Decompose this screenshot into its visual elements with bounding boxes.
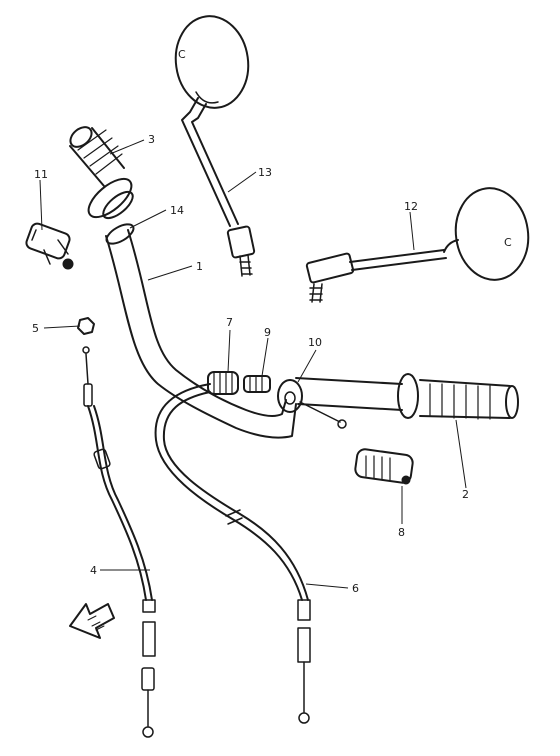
callout-handlebar: 1 — [196, 260, 203, 273]
callout-left-grip: 3 — [148, 133, 155, 146]
right-grip — [397, 373, 519, 420]
cable-adjuster-nut — [77, 317, 95, 335]
left-grip — [69, 126, 134, 220]
mirror-face-mark-right: C — [504, 236, 512, 249]
left-switch — [25, 222, 74, 270]
callout-right-mirror: 12 — [404, 200, 418, 213]
throttle-cable — [154, 383, 311, 724]
handlebar — [105, 229, 403, 439]
clutch-cable — [82, 346, 156, 738]
front-arrow-icon — [69, 603, 115, 639]
right-mirror: C — [305, 187, 530, 303]
callout-left-switch: 11 — [34, 168, 48, 181]
callouts: 1 2 3 4 5 6 7 8 9 10 11 12 13 14 — [32, 133, 469, 595]
right-switch — [354, 448, 414, 485]
callout-right-switch: 8 — [398, 526, 405, 539]
callout-right-grip: 2 — [462, 488, 469, 501]
callout-throttle-collar: 10 — [308, 336, 322, 349]
callout-throttle-cable: 6 — [352, 582, 359, 595]
callout-throttle-cable-fitting: 7 — [226, 316, 233, 329]
callout-clutch-cable: 4 — [90, 564, 97, 577]
mirror-face-mark: C — [178, 48, 186, 61]
left-mirror: C — [174, 15, 256, 277]
throttle-collar — [277, 379, 347, 429]
callout-left-mirror: 13 — [258, 166, 272, 179]
callout-grip-collar: 14 — [170, 204, 184, 217]
leader-lines — [39, 139, 467, 589]
callout-throttle-adjuster: 9 — [264, 326, 271, 339]
throttle-adjuster — [243, 375, 271, 393]
callout-cable-adjuster-nut: 5 — [32, 322, 39, 335]
throttle-cable-fitting — [207, 371, 239, 395]
